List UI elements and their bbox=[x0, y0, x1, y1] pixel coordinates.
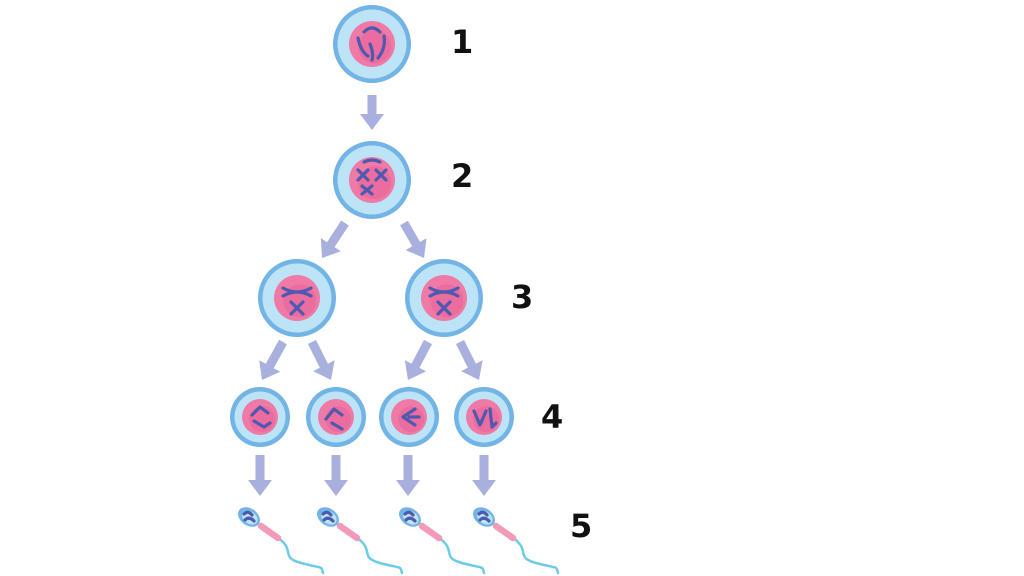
arrow-2-to-3-left bbox=[320, 220, 349, 258]
arrow-4-to-5-d bbox=[472, 455, 496, 496]
arrow-1-to-2 bbox=[360, 95, 384, 130]
chromosomes bbox=[250, 405, 272, 429]
stage-label-5: 5 bbox=[570, 507, 593, 545]
chromosomes bbox=[356, 26, 386, 62]
arrow-3-to-4-c bbox=[404, 339, 432, 380]
sperm-chromosomes bbox=[477, 510, 491, 523]
arrow-4-to-5-b bbox=[324, 455, 348, 496]
stage-1-cell bbox=[333, 5, 411, 83]
sperm-2 bbox=[317, 507, 404, 575]
stage-label-4: 4 bbox=[541, 398, 564, 436]
arrow-3-to-4-b bbox=[308, 340, 335, 380]
stage-label-3: 3 bbox=[511, 278, 534, 316]
stage-3-cell-left bbox=[258, 259, 336, 337]
sperm-chromosomes bbox=[403, 510, 417, 523]
arrow-4-to-5-c bbox=[396, 455, 420, 496]
sperm-4 bbox=[473, 507, 560, 575]
chromosomes bbox=[428, 286, 460, 316]
sperm-chromosomes bbox=[321, 510, 335, 523]
sperm-1 bbox=[238, 507, 325, 575]
arrow-2-to-3-right bbox=[400, 220, 427, 258]
stage-4-cell-3 bbox=[379, 387, 439, 447]
sperm-3 bbox=[399, 507, 486, 575]
stage-4-cell-2 bbox=[306, 387, 366, 447]
arrow-3-to-4-d bbox=[456, 340, 483, 380]
stage-3-cell-right bbox=[405, 259, 483, 337]
chromosomes bbox=[281, 286, 313, 316]
arrow-3-to-4-a bbox=[259, 339, 287, 380]
chromosomes bbox=[401, 407, 421, 427]
sperm-chromosomes bbox=[242, 510, 256, 523]
arrow-4-to-5-a bbox=[248, 455, 272, 496]
chromosomes bbox=[324, 407, 344, 431]
stage-label-1: 1 bbox=[451, 23, 474, 61]
stage-4-cell-4 bbox=[454, 387, 514, 447]
chromosomes bbox=[472, 407, 498, 429]
stage-4-cell-1 bbox=[230, 387, 290, 447]
stage-label-2: 2 bbox=[451, 157, 474, 195]
chromosomes bbox=[356, 158, 388, 196]
stage-2-cell bbox=[333, 141, 411, 219]
